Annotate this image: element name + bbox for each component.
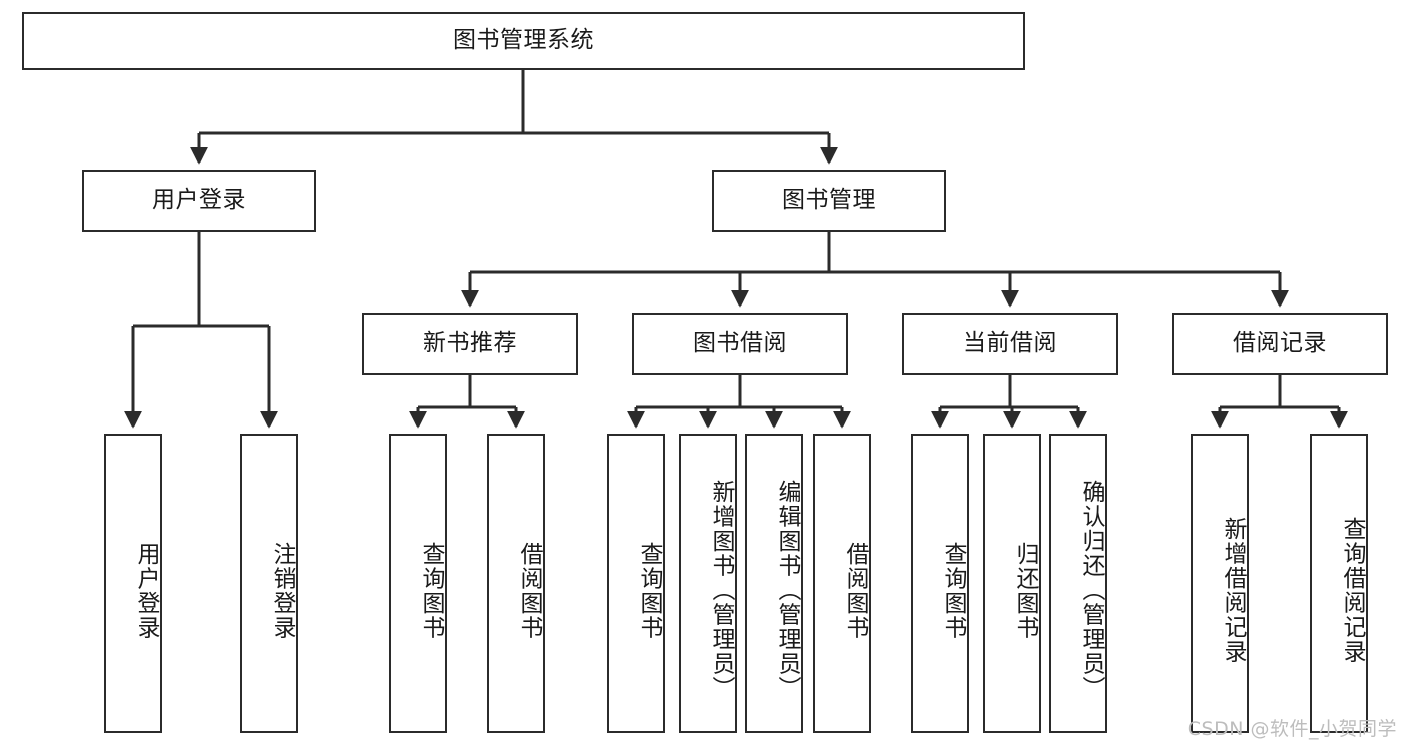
leaf-label: 借阅图书 [516, 541, 542, 640]
leaf-label: 用户登录 [133, 541, 159, 640]
leaf-label: 查询图书 [418, 541, 444, 640]
leaf-borrow-book-newbook[interactable]: 借阅图书 [487, 434, 545, 733]
leaf-label: 确认归还（管理员） [1078, 480, 1104, 701]
leaf-query-book-newbook[interactable]: 查询图书 [389, 434, 447, 733]
node-borrow-records[interactable]: 借阅记录 [1172, 313, 1388, 375]
leaf-label: 借阅图书 [842, 541, 868, 640]
leaf-query-borrow-record[interactable]: 查询借阅记录 [1310, 434, 1368, 733]
node-new-book-recommend[interactable]: 新书推荐 [362, 313, 578, 375]
leaf-label: 查询借阅记录 [1339, 517, 1365, 664]
leaf-user-login[interactable]: 用户登录 [104, 434, 162, 733]
leaf-logout[interactable]: 注销登录 [240, 434, 298, 733]
leaf-label: 归还图书 [1012, 541, 1038, 640]
node-root-system[interactable]: 图书管理系统 [22, 12, 1025, 70]
node-current-borrow[interactable]: 当前借阅 [902, 313, 1118, 375]
leaf-label: 注销登录 [269, 541, 295, 640]
leaf-borrow-book[interactable]: 借阅图书 [813, 434, 871, 733]
leaf-query-book-current[interactable]: 查询图书 [911, 434, 969, 733]
node-book-borrow[interactable]: 图书借阅 [632, 313, 848, 375]
leaf-return-book[interactable]: 归还图书 [983, 434, 1041, 733]
leaf-label: 编辑图书（管理员） [774, 480, 800, 701]
leaf-label: 新增图书（管理员） [708, 480, 734, 701]
csdn-watermark: CSDN @软件_小贺同学 [1187, 718, 1397, 740]
node-book-management[interactable]: 图书管理 [712, 170, 946, 232]
leaf-label: 新增借阅记录 [1220, 517, 1246, 664]
leaf-label: 查询图书 [636, 541, 662, 640]
leaf-confirm-return-admin[interactable]: 确认归还（管理员） [1049, 434, 1107, 733]
leaf-label: 查询图书 [940, 541, 966, 640]
leaf-add-borrow-record[interactable]: 新增借阅记录 [1191, 434, 1249, 733]
leaf-add-book-admin[interactable]: 新增图书（管理员） [679, 434, 737, 733]
leaf-edit-book-admin[interactable]: 编辑图书（管理员） [745, 434, 803, 733]
node-user-login[interactable]: 用户登录 [82, 170, 316, 232]
leaf-query-book-borrow[interactable]: 查询图书 [607, 434, 665, 733]
